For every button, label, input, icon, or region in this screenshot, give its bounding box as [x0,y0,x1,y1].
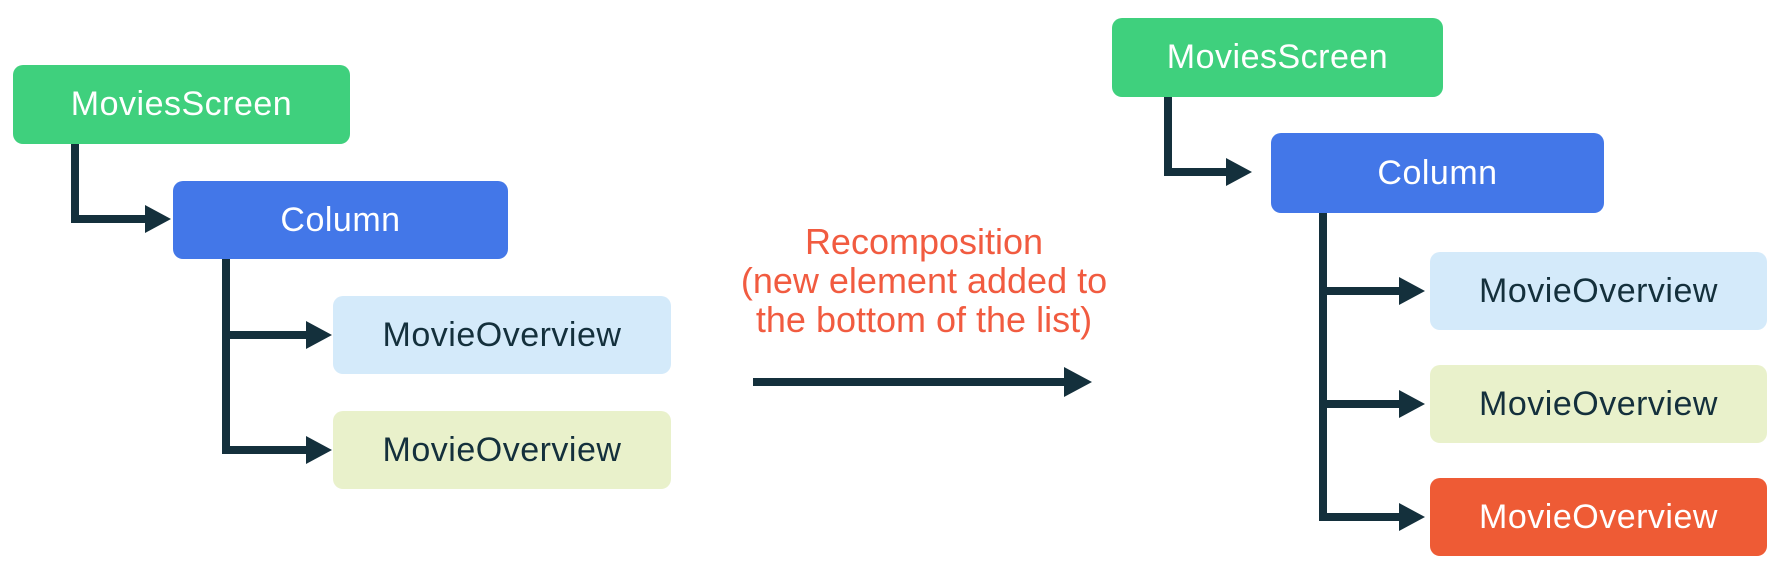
caption-line-1: Recomposition [804,221,1044,262]
left-branch2-arrowhead-icon [306,436,332,464]
right-node-column: Column [1271,133,1604,213]
right-node-movieoverview-1: MovieOverview [1430,252,1767,330]
right-branch3-arrowhead-icon [1399,503,1425,531]
left-node-movieoverview-1: MovieOverview [333,296,671,374]
right-branch1-line [1319,287,1399,295]
right-node-movieoverview-3-new: MovieOverview [1430,478,1767,556]
right-elbow-vertical-line [1164,97,1172,176]
right-branch2-arrowhead-icon [1399,390,1425,418]
right-elbow-horizontal-line [1164,168,1226,176]
left-trunk-vertical-line [222,259,230,454]
recomposition-caption: Recomposition (new element added to the … [704,222,1144,339]
right-branch2-line [1319,400,1399,408]
left-elbow-arrowhead-icon [145,205,171,233]
center-arrowhead-icon [1064,367,1092,397]
right-elbow-arrowhead-icon [1226,158,1252,186]
caption-line-2: (new element added to [740,260,1108,301]
left-node-movieoverview-2: MovieOverview [333,411,671,489]
right-trunk-vertical-line [1319,213,1327,521]
left-elbow-horizontal-line [71,215,145,223]
right-branch3-line [1319,513,1399,521]
caption-line-3: the bottom of the list) [755,299,1093,340]
right-node-moviesscreen: MoviesScreen [1112,18,1443,97]
left-elbow-vertical-line [71,144,79,223]
right-node-movieoverview-2: MovieOverview [1430,365,1767,443]
center-arrow-line [753,378,1065,386]
right-branch1-arrowhead-icon [1399,277,1425,305]
left-branch1-line [222,331,306,339]
left-node-moviesscreen: MoviesScreen [13,65,350,144]
left-branch2-line [222,446,306,454]
left-branch1-arrowhead-icon [306,321,332,349]
left-node-column: Column [173,181,508,259]
